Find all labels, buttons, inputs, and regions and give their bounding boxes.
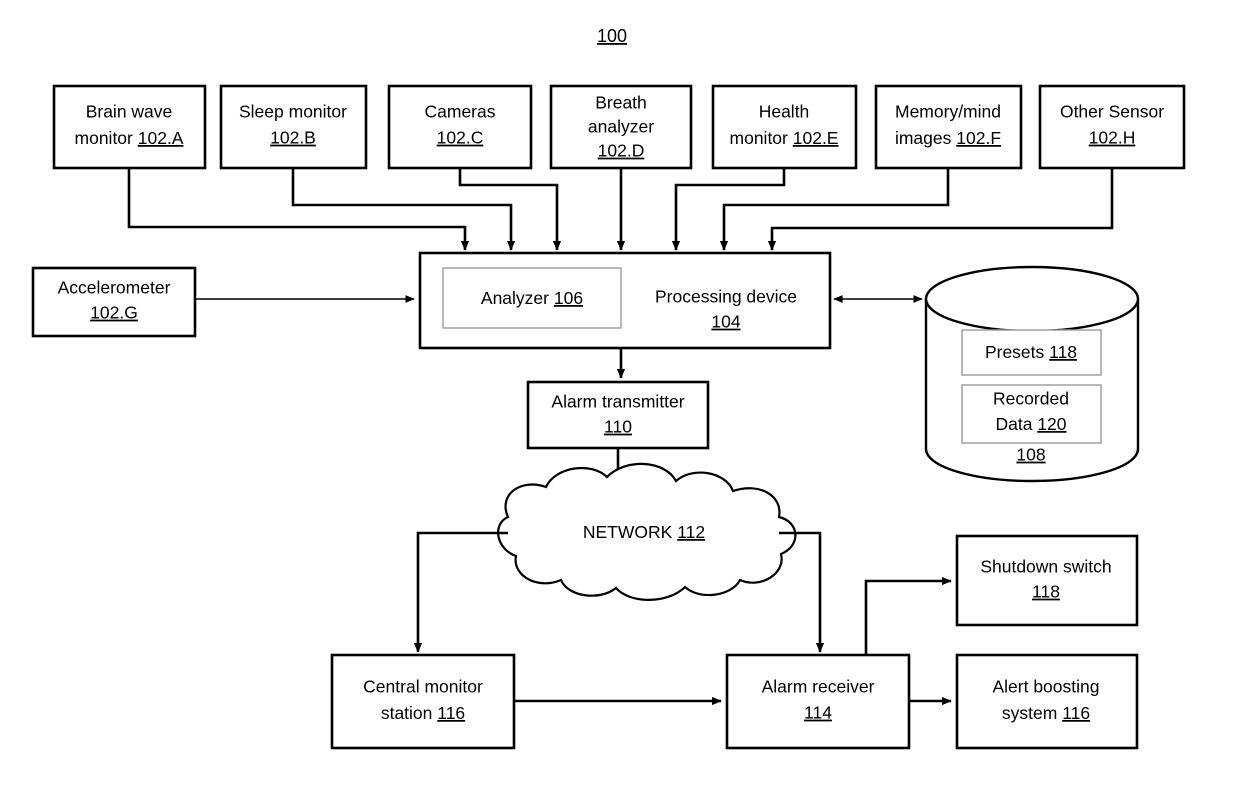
connector-network-to-central-monitor — [413, 531, 508, 653]
node-accelerometer[interactable]: Accelerometer 102.G — [31, 266, 197, 338]
accelerometer-label: Accelerometer — [58, 278, 171, 298]
connector-health-monitor-to-processing — [671, 168, 786, 251]
presets-box[interactable] — [961, 329, 1102, 376]
connector-brain-wave-to-processing — [127, 168, 470, 251]
node-memory-mind-images[interactable]: Memory/mind images 102.F — [874, 84, 1023, 170]
node-shutdown-switch[interactable]: Shutdown switch 118 — [955, 534, 1139, 627]
alarm-receiver-ref: 114 — [804, 703, 832, 723]
alert-boosting-system-label-line1: Alert boosting — [992, 677, 1099, 697]
breath-analyzer-label-line2: analyzer — [588, 117, 654, 137]
brain-wave-monitor-label-line2: monitor 102.A — [75, 128, 184, 148]
alert-boosting-system-box[interactable] — [955, 653, 1139, 750]
breath-analyzer-ref: 102.D — [598, 141, 645, 161]
node-sleep-monitor[interactable]: Sleep monitor 102.B — [219, 84, 368, 170]
shutdown-switch-label: Shutdown switch — [980, 557, 1111, 577]
sleep-monitor-box[interactable] — [219, 84, 368, 170]
alarm-transmitter-ref: 110 — [604, 417, 632, 437]
node-processing-device[interactable]: Analyzer 106 Processing device 104 — [418, 251, 832, 350]
alarm-receiver-label: Alarm receiver — [762, 677, 875, 697]
analyzer-label: Analyzer 106 — [481, 288, 583, 308]
recorded-data-label-line1: Recorded — [993, 389, 1069, 409]
network-cloud-shape[interactable] — [497, 462, 797, 601]
node-health-monitor[interactable]: Health monitor 102.E — [711, 84, 858, 170]
network-label: NETWORK 112 — [583, 522, 705, 542]
database-ref: 108 — [1016, 445, 1045, 465]
connector-network-to-alarm-receiver — [779, 531, 825, 653]
cameras-ref: 102.C — [437, 128, 484, 148]
brain-wave-monitor-box[interactable] — [52, 84, 207, 170]
node-breath-analyzer[interactable]: Breath analyzer 102.D — [549, 84, 693, 170]
node-network-cloud[interactable]: NETWORK 112 — [497, 462, 797, 601]
central-monitor-station-label-line1: Central monitor — [363, 677, 483, 697]
processing-device-ref: 104 — [711, 312, 740, 332]
memory-mind-images-label-line2: images 102.F — [895, 128, 1001, 148]
processing-device-label: Processing device — [655, 287, 797, 307]
health-monitor-label-line2: monitor 102.E — [730, 128, 839, 148]
connector-other-sensor-to-processing — [767, 168, 1114, 251]
memory-mind-images-label-line1: Memory/mind — [895, 102, 1001, 122]
connector-cameras-to-processing — [458, 168, 562, 251]
node-cameras[interactable]: Cameras 102.C — [387, 84, 533, 170]
node-alarm-transmitter[interactable]: Alarm transmitter 110 — [526, 380, 710, 450]
node-database[interactable]: Presets 118 Recorded Data 120 108 — [924, 265, 1140, 483]
other-sensor-ref: 102.H — [1089, 128, 1136, 148]
central-monitor-station-label-line2: station 116 — [381, 703, 465, 723]
connector-sleep-monitor-to-processing — [291, 168, 516, 251]
accelerometer-ref: 102.G — [90, 303, 138, 323]
alarm-transmitter-label: Alarm transmitter — [551, 392, 684, 412]
alert-boosting-system-label-line2: system 116 — [1002, 703, 1090, 723]
shutdown-switch-ref: 118 — [1032, 582, 1060, 602]
connector-memory-mind-to-processing — [719, 168, 950, 251]
sleep-monitor-label-line1: Sleep monitor — [239, 102, 347, 122]
database-cylinder-top — [924, 265, 1140, 333]
health-monitor-label-line1: Health — [759, 102, 810, 122]
alarm-transmitter-box[interactable] — [526, 380, 710, 450]
alarm-receiver-box[interactable] — [725, 653, 911, 750]
presets-label: Presets 118 — [985, 342, 1077, 362]
brain-wave-monitor-label-line1: Brain wave — [86, 102, 173, 122]
node-alert-boosting-system[interactable]: Alert boosting system 116 — [955, 653, 1139, 750]
breath-analyzer-label-line1: Breath — [595, 93, 647, 113]
connector-alarm-receiver-to-shutdown-switch — [864, 576, 952, 655]
accelerometer-box[interactable] — [31, 266, 197, 338]
other-sensor-label-line1: Other Sensor — [1060, 102, 1164, 122]
node-central-monitor-station[interactable]: Central monitor station 116 — [330, 653, 516, 750]
node-other-sensor[interactable]: Other Sensor 102.H — [1038, 84, 1186, 170]
figure-number: 100 — [597, 26, 627, 46]
recorded-data-label-line2: Data 120 — [995, 414, 1066, 434]
analyzer-box[interactable] — [442, 267, 622, 329]
breath-analyzer-box[interactable] — [549, 84, 693, 170]
node-alarm-receiver[interactable]: Alarm receiver 114 — [725, 653, 911, 750]
cameras-label-line1: Cameras — [425, 102, 496, 122]
shutdown-switch-box[interactable] — [955, 534, 1139, 627]
recorded-data-box[interactable] — [961, 384, 1102, 444]
central-monitor-station-box[interactable] — [330, 653, 516, 750]
sleep-monitor-ref: 102.B — [270, 128, 316, 148]
node-brain-wave-monitor[interactable]: Brain wave monitor 102.A — [52, 84, 207, 170]
memory-mind-images-box[interactable] — [874, 84, 1023, 170]
